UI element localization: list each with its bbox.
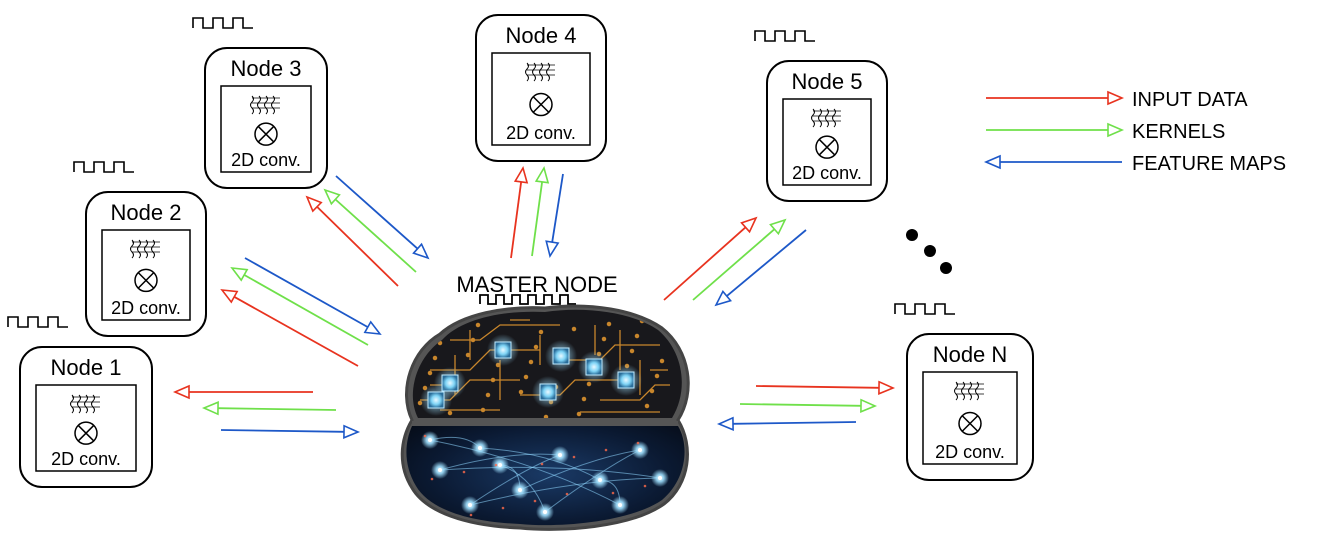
kernel-arrow-node-2 <box>230 266 369 346</box>
node-1: Node 1 2D conv. <box>7 316 153 488</box>
clock-signal-icon <box>894 303 955 315</box>
kernel-arrow-node-1 <box>201 401 337 416</box>
feature-arrow-node-n <box>716 416 857 431</box>
node-title: Node 4 <box>506 23 577 48</box>
circled-times-icon <box>529 92 553 117</box>
filter-icon <box>250 95 280 115</box>
node-conv-label: 2D conv. <box>111 298 181 318</box>
kernel-legend-arrow <box>986 122 1125 138</box>
node-layer: Node 1 2D conv. Node 2 2D conv. Node 3 2D con… <box>7 14 1034 488</box>
circled-times-icon <box>134 268 158 293</box>
arrow-layer <box>172 165 896 439</box>
node-conv-label: 2D conv. <box>506 123 576 143</box>
input-arrow-node-n <box>755 380 896 395</box>
conv-panel <box>220 85 312 173</box>
master-node-label: MASTER NODE <box>456 272 617 297</box>
circuit-hemisphere <box>412 309 682 418</box>
legend-item-kernels: KERNELS <box>986 121 1225 143</box>
node-conv-label: 2D conv. <box>792 163 862 183</box>
legend: INPUT DATA KERNELS FEATURE MAPS <box>983 89 1286 175</box>
node-2: Node 2 2D conv. <box>73 161 207 337</box>
node-title: Node 2 <box>111 200 182 225</box>
feature-arrow-node-3 <box>335 175 430 260</box>
legend-label-input-data: INPUT DATA <box>1132 89 1248 111</box>
filter-icon <box>954 381 984 401</box>
node-title: Node 3 <box>231 56 302 81</box>
legend-label-kernels: KERNELS <box>1132 121 1225 143</box>
feature-arrow-node-5 <box>714 229 807 307</box>
node-conv-label: 2D conv. <box>935 442 1005 462</box>
clock-signal-icon <box>73 161 134 173</box>
kernel-arrow-node-4 <box>531 165 550 257</box>
node-title: Node N <box>933 342 1008 367</box>
clock-signal-icon <box>754 30 815 42</box>
circled-times-icon <box>74 421 98 445</box>
filter-icon <box>811 108 841 128</box>
master-clock-signal-icon <box>479 294 576 305</box>
feature-arrow-node-1 <box>220 424 361 439</box>
node-conv-label: 2D conv. <box>231 150 301 170</box>
node-4: Node 4 2D conv. <box>475 14 607 162</box>
kernel-arrow-node-5 <box>692 218 787 301</box>
circled-times-icon <box>254 122 278 146</box>
legend-item-input-data: INPUT DATA <box>986 89 1248 111</box>
kernel-arrow-node-3 <box>323 188 417 273</box>
master-node: MASTER NODE <box>400 272 690 531</box>
feature-legend-arrow <box>983 154 1122 170</box>
ellipsis-icon <box>906 229 952 274</box>
node-5: Node 5 2D conv. <box>754 30 888 202</box>
kernel-arrow-node-n <box>739 398 878 413</box>
clock-signal-icon <box>192 17 253 29</box>
legend-item-feature-maps: FEATURE MAPS <box>983 153 1286 175</box>
legend-label-feature-maps: FEATURE MAPS <box>1132 153 1286 175</box>
node-title: Node 1 <box>51 355 122 380</box>
circled-times-icon <box>815 135 839 159</box>
input-legend-arrow <box>986 90 1125 106</box>
input-arrow-node-2 <box>220 289 359 367</box>
neural-hemisphere <box>406 426 685 526</box>
input-arrow-node-1 <box>172 384 313 400</box>
feature-arrow-node-2 <box>244 257 382 335</box>
filter-icon <box>525 62 555 82</box>
input-arrow-node-3 <box>305 195 399 287</box>
input-arrow-node-4 <box>510 165 529 259</box>
filter-icon <box>70 394 100 414</box>
filter-icon <box>130 239 160 259</box>
node-title: Node 5 <box>792 69 863 94</box>
feature-arrow-node-4 <box>545 173 564 259</box>
input-arrow-node-5 <box>663 216 758 301</box>
clock-signal-icon <box>7 316 68 328</box>
node-3: Node 3 2D conv. <box>192 17 328 189</box>
node-n: Node N 2D conv. <box>894 303 1034 481</box>
circled-times-icon <box>958 411 982 436</box>
node-conv-label: 2D conv. <box>51 449 121 469</box>
